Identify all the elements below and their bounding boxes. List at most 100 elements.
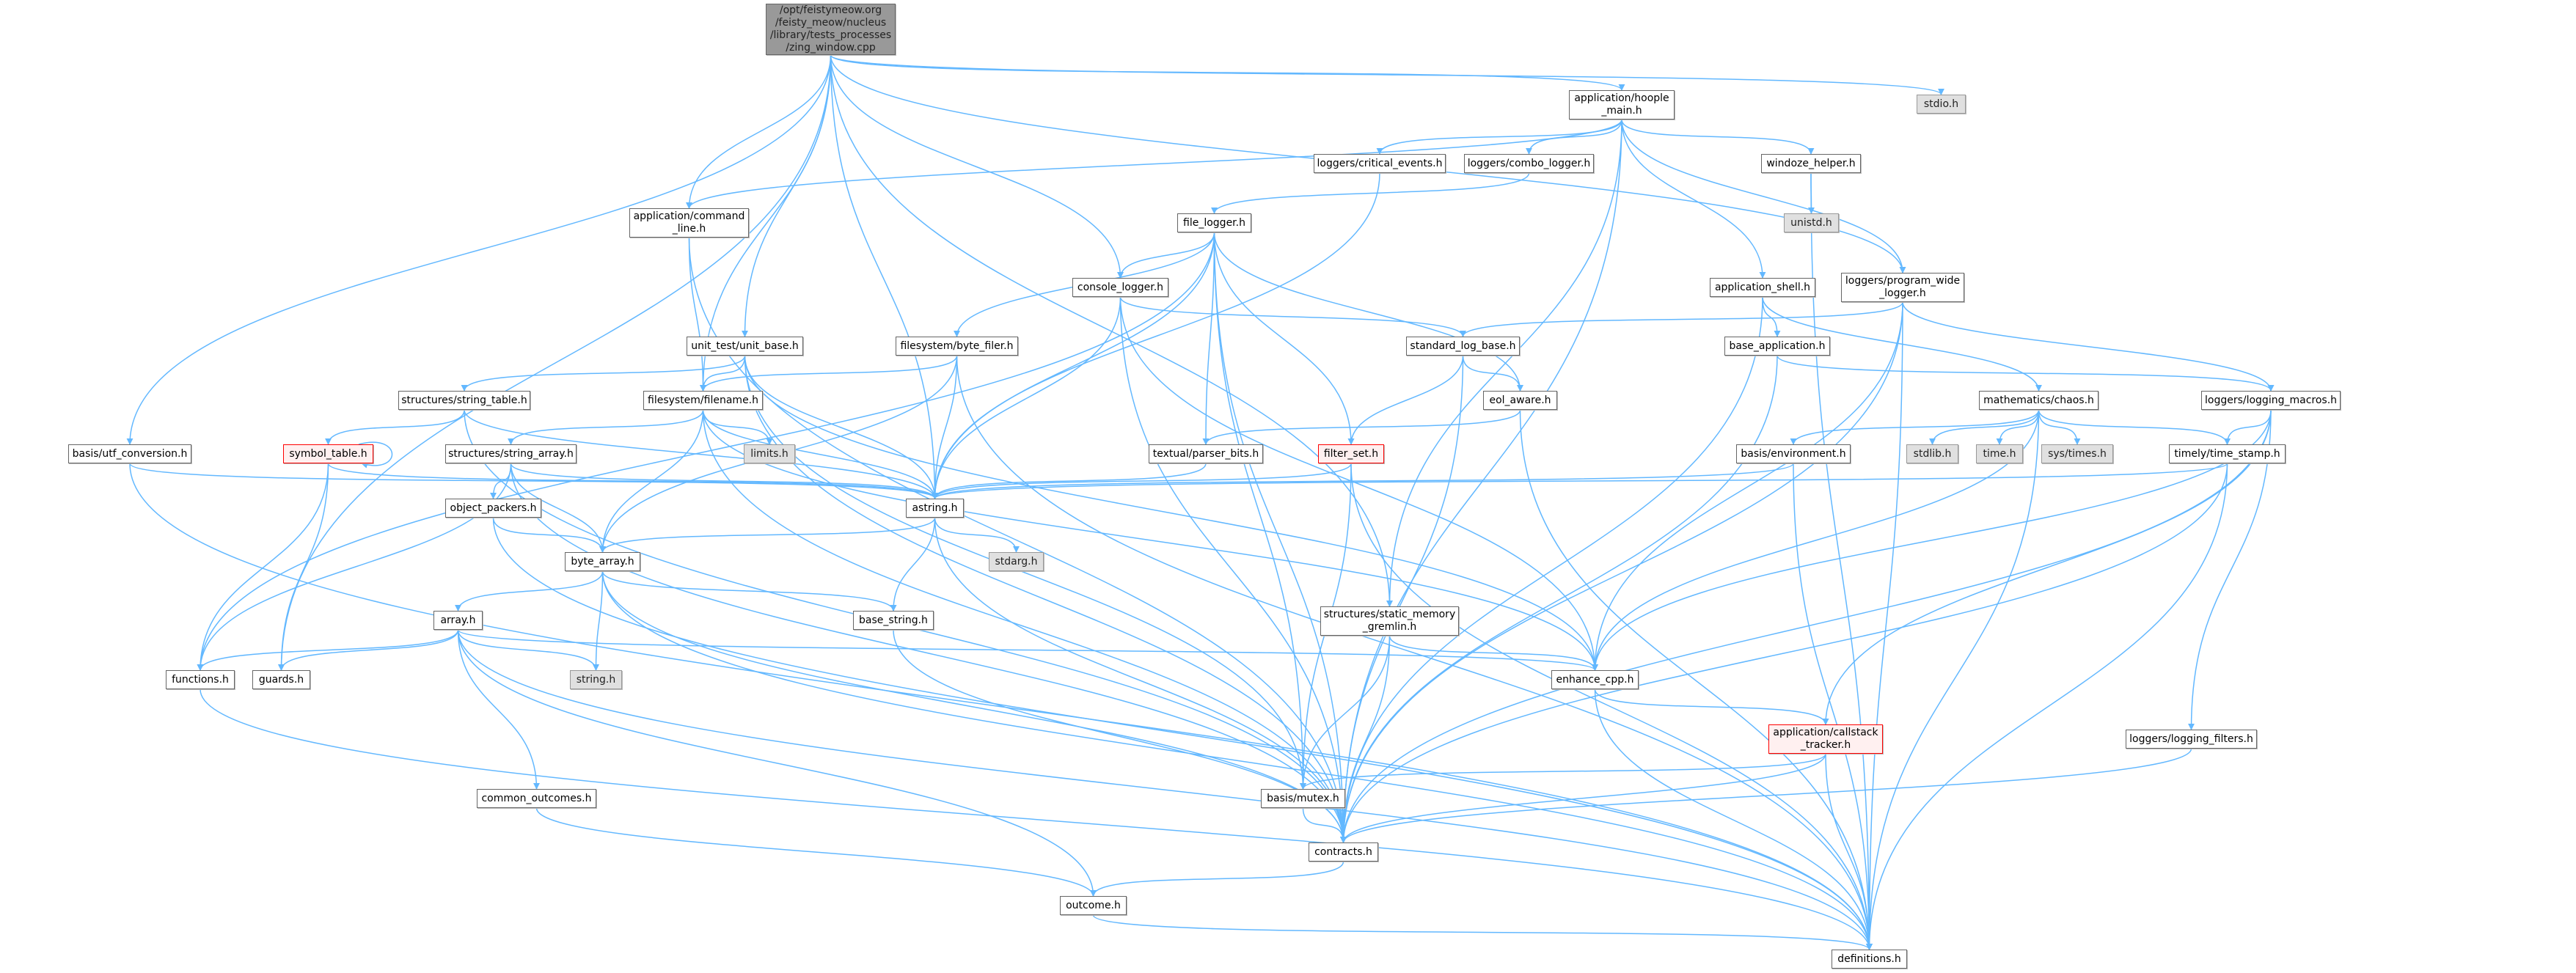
edge-unit_base-to-string_table (461, 355, 746, 392)
edge-unit_base-to-astring (744, 355, 938, 499)
edge-filter_set-to-definitions (1350, 463, 1873, 950)
edge-logging_macros-to-logging_filters (2188, 409, 2272, 730)
edge-root-to-astring (830, 54, 938, 499)
node-file-logger[interactable]: file_logger.h (1177, 213, 1251, 232)
node-limits[interactable]: limits.h (744, 444, 795, 463)
edge-eol_aware-to-definitions (1519, 409, 1873, 950)
node-base-application[interactable]: base_application.h (1724, 337, 1830, 356)
edge-filter_set-to-astring (932, 463, 1352, 499)
node-functions[interactable]: functions.h (166, 670, 235, 689)
node-logging-macros[interactable]: loggers/logging_macros.h (2201, 391, 2341, 410)
edge-byte_filer-to-filename (700, 355, 958, 392)
edge-hoople_main-to-windoze_helper (1621, 119, 1815, 155)
node-environment[interactable]: basis/environment.h (1736, 444, 1851, 463)
edge-base_application-to-logging_macros (1777, 355, 2275, 392)
edge-program_wide_logger-to-contracts (1340, 301, 1903, 843)
edge-common_outcomes-to-outcome (535, 807, 1097, 897)
node-eol-aware[interactable]: eol_aware.h (1483, 391, 1557, 410)
edge-standard_log_base-to-filter_set (1347, 355, 1464, 445)
node-byte-array[interactable]: byte_array.h (565, 552, 640, 571)
node-guards[interactable]: guards.h (252, 670, 310, 689)
node-console-logger[interactable]: console_logger.h (1072, 278, 1168, 297)
edge-console_logger-to-enhance_cpp (1119, 296, 1598, 671)
node-string-h[interactable]: string.h (570, 670, 622, 689)
edge-file_logger-to-functions (197, 232, 1215, 671)
edge-filename-to-limits (702, 409, 773, 445)
node-callstack-tracker[interactable]: application/callstack _tracker.h (1768, 724, 1883, 754)
node-symbol-table[interactable]: symbol_table.h (283, 444, 373, 463)
edge-callstack_tracker-to-definitions (1825, 753, 1873, 950)
node-systimes[interactable]: sys/times.h (2041, 444, 2113, 463)
node-string-array[interactable]: structures/string_array.h (445, 444, 577, 463)
node-windoze-helper[interactable]: windoze_helper.h (1761, 154, 1861, 173)
edge-eol_aware-to-parser_bits (1202, 409, 1521, 445)
node-critical-events[interactable]: loggers/critical_events.h (1314, 154, 1446, 173)
node-object-packers[interactable]: object_packers.h (445, 499, 541, 518)
node-stdio[interactable]: stdio.h (1917, 95, 1966, 114)
edge-string_table-to-symbol_table (325, 409, 465, 445)
edge-root-to-filename (700, 54, 832, 392)
edge-program_wide_logger-to-enhance_cpp (1592, 301, 1903, 671)
node-enhance-cpp[interactable]: enhance_cpp.h (1551, 670, 1639, 689)
edge-byte_array-to-string_h (593, 570, 604, 671)
node-combo-logger[interactable]: loggers/combo_logger.h (1464, 154, 1594, 173)
edge-byte_array-to-base_string (601, 570, 897, 612)
edge-symbol_table-to-symbol_table (358, 441, 393, 469)
edge-hoople_main-to-command_line (686, 119, 1622, 209)
node-astring[interactable]: astring.h (906, 499, 964, 518)
edge-environment-to-astring (932, 463, 1794, 499)
edge-command_line-to-filename (688, 237, 706, 392)
node-unistd[interactable]: unistd.h (1784, 213, 1839, 232)
edge-callstack_tracker-to-mutex (1300, 753, 1826, 790)
node-mutex[interactable]: basis/mutex.h (1261, 789, 1345, 808)
node-time[interactable]: time.h (1976, 444, 2023, 463)
node-definitions[interactable]: definitions.h (1832, 950, 1907, 969)
edge-program_wide_logger-to-definitions (1866, 301, 1903, 950)
edge-static_memory_gremlin-to-mutex (1300, 635, 1391, 790)
edge-filename-to-string_array (508, 409, 704, 445)
edge-file_logger-to-parser_bits (1202, 232, 1215, 445)
edge-root-to-utf_conversion (126, 54, 832, 445)
edge-root-to-command_line (686, 54, 832, 209)
node-stdarg[interactable]: stdarg.h (989, 552, 1044, 571)
node-string-table[interactable]: structures/string_table.h (398, 391, 530, 410)
edge-unit_base-to-filename (700, 355, 746, 392)
node-application-shell[interactable]: application_shell.h (1710, 278, 1815, 297)
edge-object_packers-to-definitions (492, 517, 1873, 950)
edge-root-to-static_memory_gremlin (830, 54, 1393, 607)
node-outcome[interactable]: outcome.h (1060, 896, 1127, 915)
edge-logging_macros-to-contracts (1340, 409, 2272, 843)
edge-chaos-to-stdlib (1929, 409, 2040, 445)
node-standard-log-base[interactable]: standard_log_base.h (1406, 337, 1520, 356)
edge-windoze_helper-to-definitions (1810, 172, 1873, 950)
node-array[interactable]: array.h (433, 611, 483, 630)
edge-string_array-to-byte_array (510, 463, 606, 553)
edge-symbol_table-to-astring (327, 463, 938, 499)
node-chaos[interactable]: mathematics/chaos.h (1979, 391, 2099, 410)
node-stdlib[interactable]: stdlib.h (1906, 444, 1958, 463)
node-time-stamp[interactable]: timely/time_stamp.h (2169, 444, 2286, 463)
node-filter-set[interactable]: filter_set.h (1318, 444, 1384, 463)
edge-byte_array-to-array (455, 570, 604, 612)
edge-static_memory_gremlin-to-enhance_cpp (1388, 635, 1598, 671)
edge-array-to-definitions (457, 629, 1873, 950)
edge-symbol_table-to-guards (278, 463, 329, 671)
node-command-line[interactable]: application/command _line.h (629, 208, 749, 238)
node-utf-conversion[interactable]: basis/utf_conversion.h (68, 444, 191, 463)
node-hoople-main[interactable]: application/hoople _main.h (1569, 90, 1675, 120)
node-common-outcomes[interactable]: common_outcomes.h (477, 789, 596, 808)
edge-byte_array-to-contracts (601, 570, 1347, 843)
edge-parser_bits-to-astring (932, 463, 1207, 499)
node-root[interactable]: /opt/feistymeow.org /feisty_meow/nucleus… (766, 4, 896, 55)
node-filename[interactable]: filesystem/filename.h (643, 391, 763, 410)
node-byte-filer[interactable]: filesystem/byte_filer.h (896, 337, 1018, 356)
node-static-memory-gremlin[interactable]: structures/static_memory _gremlin.h (1320, 606, 1459, 636)
edge-program_wide_logger-to-logging_macros (1902, 301, 2275, 392)
node-parser-bits[interactable]: textual/parser_bits.h (1149, 444, 1263, 463)
node-base-string[interactable]: base_string.h (853, 611, 934, 630)
node-logging-filters[interactable]: loggers/logging_filters.h (2126, 730, 2257, 749)
node-contracts[interactable]: contracts.h (1309, 842, 1378, 862)
node-program-wide-logger[interactable]: loggers/program_wide _logger.h (1841, 273, 1964, 302)
node-unit-base[interactable]: unit_test/unit_base.h (687, 337, 803, 356)
edge-array-to-string_h (457, 629, 599, 671)
